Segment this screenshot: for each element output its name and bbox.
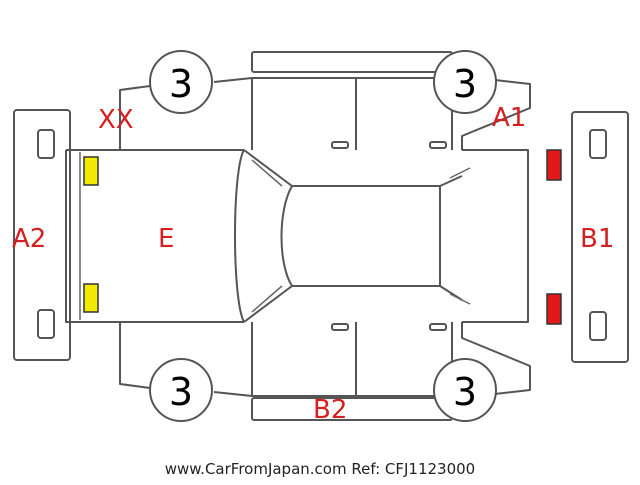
red-damage-marker [546,293,562,325]
tire-rear-left-grade: 3 [169,62,193,106]
car-body-outline [65,77,531,397]
yellow-damage-marker [83,156,99,186]
tire-rear-right: 3 [149,358,213,422]
tire-front-left-grade: 3 [453,62,477,106]
label-xx: XX [98,105,134,135]
source-footer: www.CarFromJapan.com Ref: CFJ1123000 [165,460,475,478]
tire-front-right-grade: 3 [453,370,477,414]
rear-bumper-panel [13,109,71,361]
front-bumper-panel [571,111,629,363]
label-b1: B1 [580,224,614,254]
top-side-sill [251,51,453,73]
tire-front-right: 3 [433,358,497,422]
label-a1: A1 [492,103,526,133]
tire-rear-right-grade: 3 [169,370,193,414]
tire-rear-left: 3 [149,50,213,114]
bottom-side-sill [251,397,453,421]
red-damage-marker [546,149,562,181]
label-a2: A2 [12,224,46,254]
yellow-damage-marker [83,283,99,313]
tire-front-left: 3 [433,50,497,114]
label-b2: B2 [313,395,347,425]
label-e: E [158,224,174,254]
